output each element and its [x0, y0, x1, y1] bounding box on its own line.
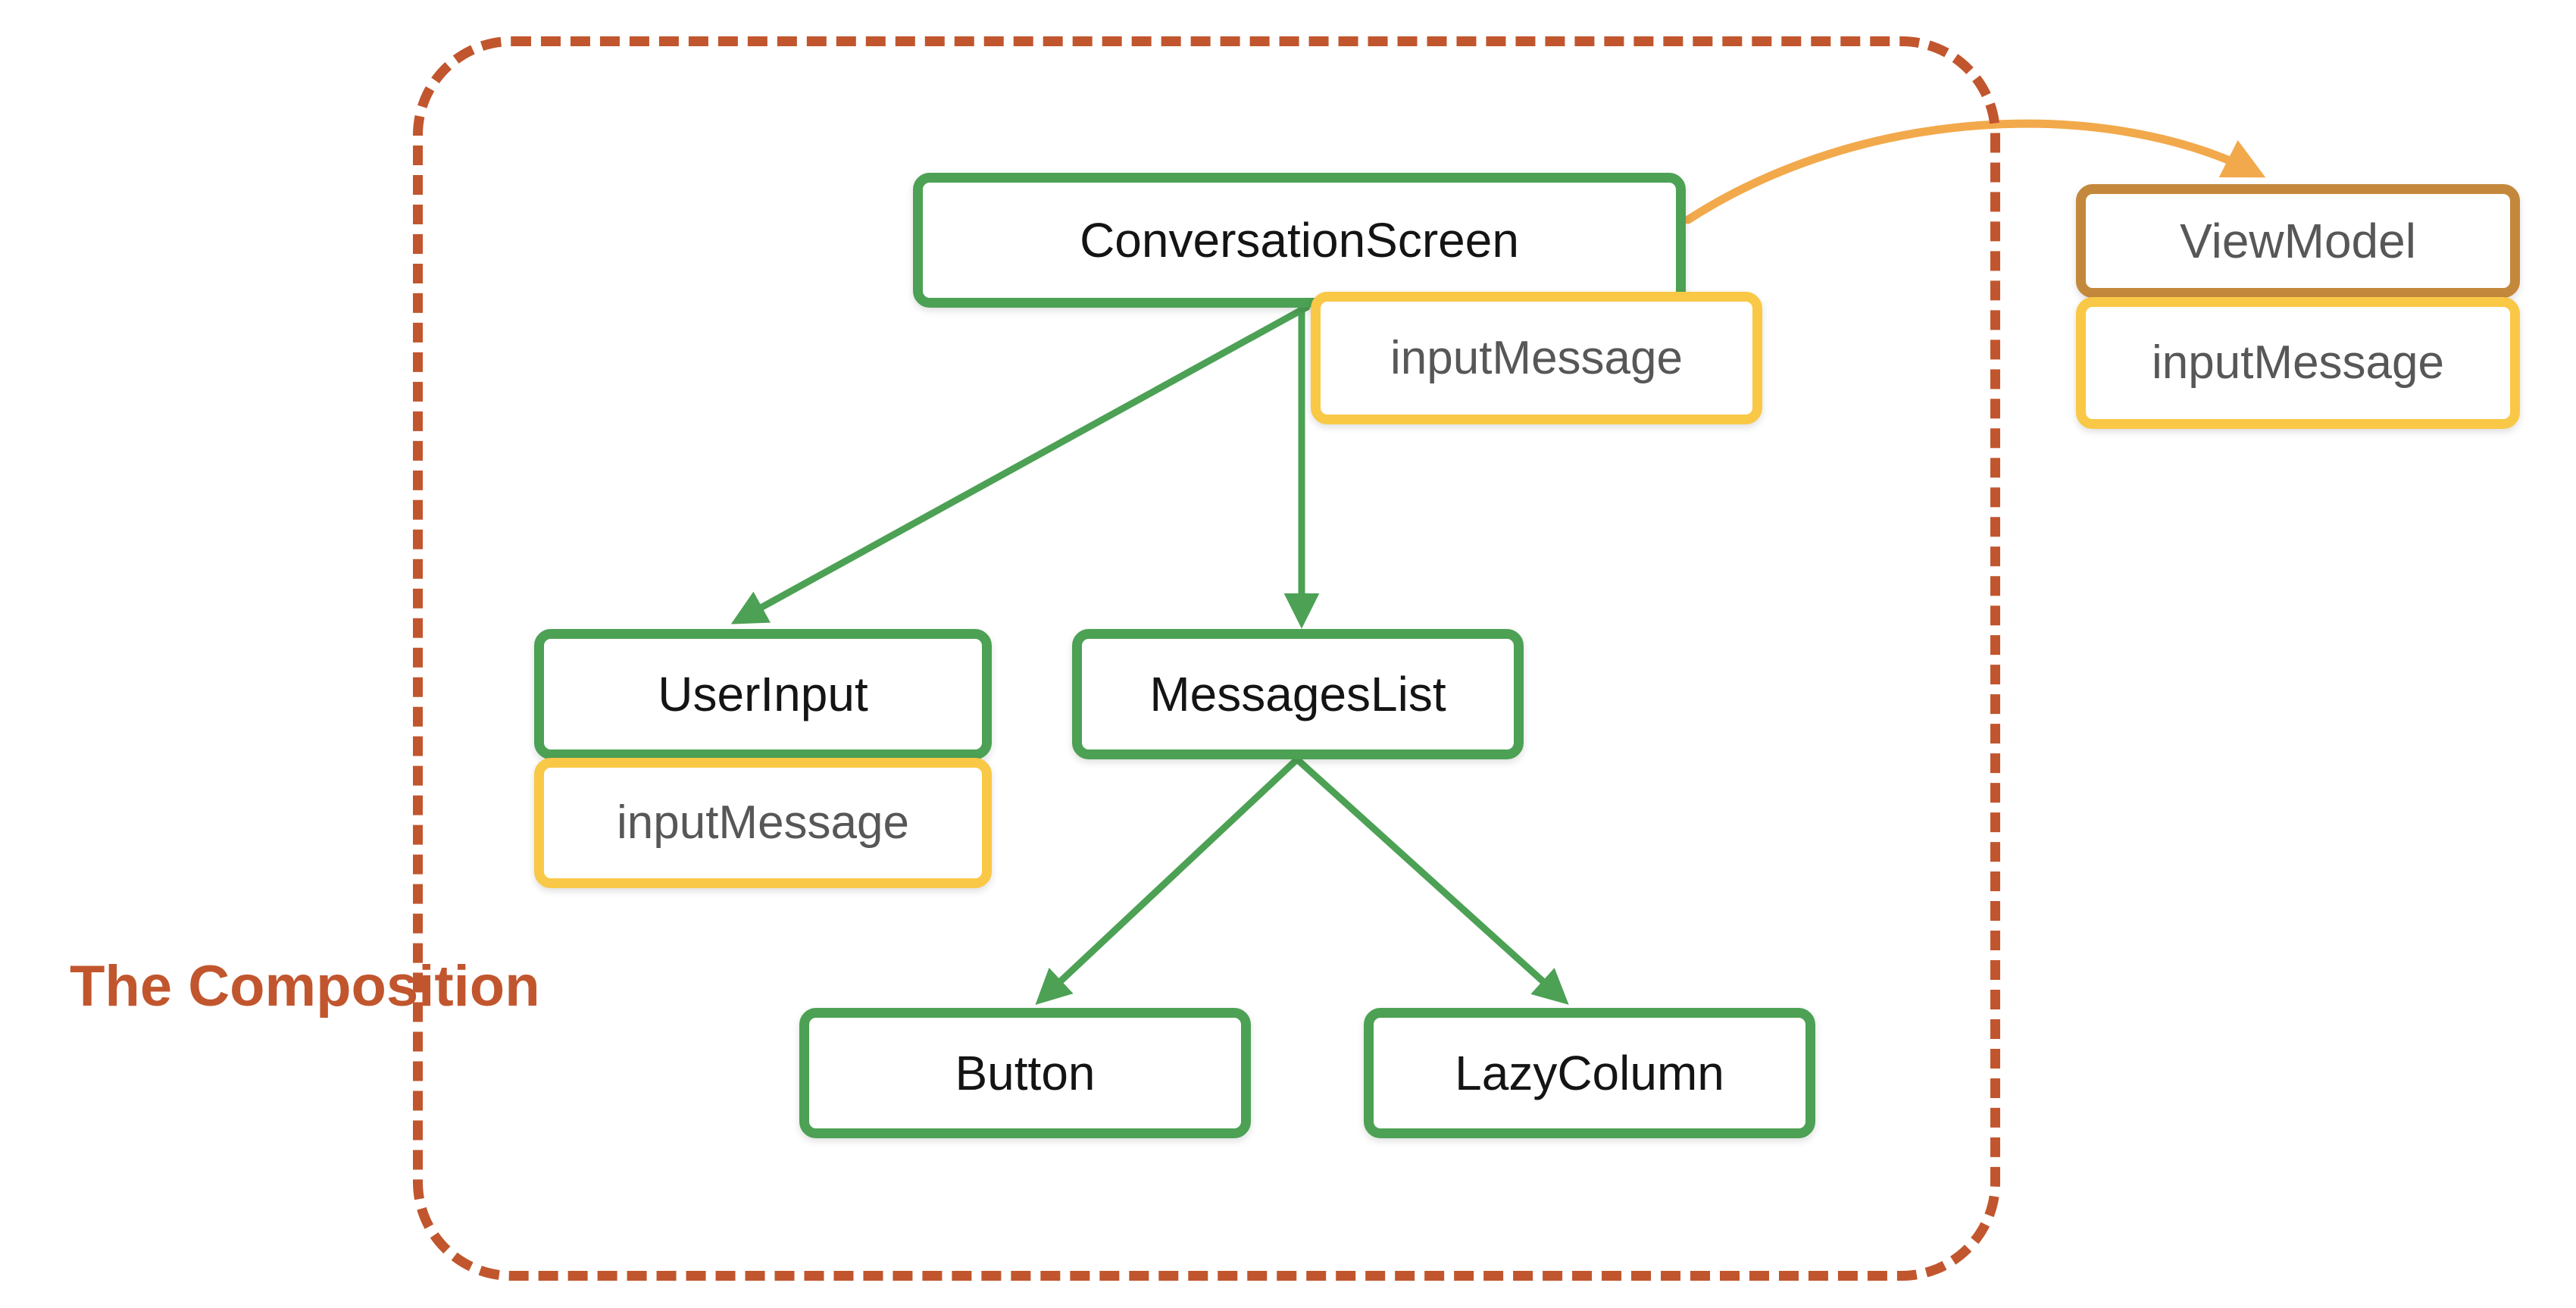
node-user-input[interactable]: UserInput: [534, 629, 992, 759]
node-label-conversation-screen: ConversationScreen: [1080, 213, 1519, 268]
node-label-button: Button: [955, 1046, 1096, 1100]
node-label-lazy-column: LazyColumn: [1455, 1046, 1724, 1100]
node-user-input-state[interactable]: inputMessage: [534, 758, 992, 888]
node-lazy-column[interactable]: LazyColumn: [1364, 1008, 1815, 1138]
node-conversation-screen-state[interactable]: inputMessage: [1311, 292, 1762, 424]
node-view-model[interactable]: ViewModel: [2076, 184, 2520, 298]
node-label-view-model: ViewModel: [2180, 214, 2416, 268]
composition-caption: The Composition: [70, 954, 540, 1019]
node-label-view-model-state: inputMessage: [2151, 336, 2445, 389]
node-label-user-input: UserInput: [658, 667, 868, 721]
node-messages-list[interactable]: MessagesList: [1072, 629, 1524, 759]
composition-boundary: [413, 36, 2000, 1281]
node-label-messages-list: MessagesList: [1149, 667, 1446, 721]
node-conversation-screen[interactable]: ConversationScreen: [913, 173, 1686, 308]
node-label-conversation-screen-state: inputMessage: [1390, 331, 1683, 384]
node-view-model-state[interactable]: inputMessage: [2076, 297, 2520, 429]
node-button[interactable]: Button: [799, 1008, 1251, 1138]
node-label-user-input-state: inputMessage: [616, 796, 910, 849]
